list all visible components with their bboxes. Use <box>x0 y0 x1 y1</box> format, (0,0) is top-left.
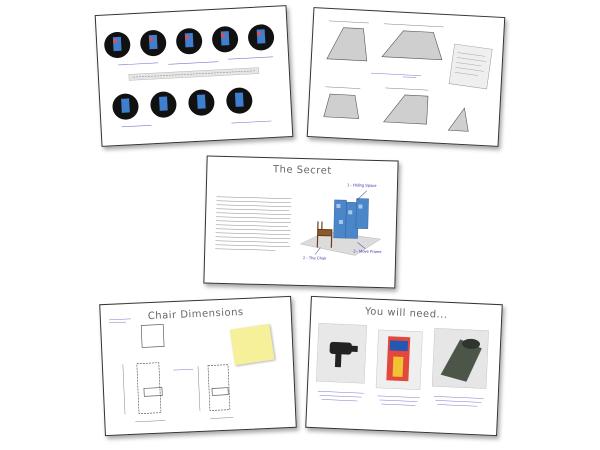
label-the-chair: 2 - The Chair <box>303 255 327 261</box>
secret-diagram <box>215 190 382 256</box>
page-chair-dimensions: Chair Dimensions <box>99 295 297 437</box>
page-the-secret: The Secret 1 - Hid <box>203 155 399 289</box>
sticky-note <box>229 323 275 366</box>
trapezoid-shapes-graphic <box>323 20 493 132</box>
label-hiding-space: 1 - Hiding Space <box>346 182 377 188</box>
tools-photos <box>316 323 489 407</box>
page-illusion-photos <box>94 5 294 147</box>
illusion-photos-graphic <box>104 24 275 128</box>
chair-dimension-drawings <box>108 318 234 422</box>
label-move-frame: 3 - Move Frame <box>353 248 382 255</box>
page-you-will-need: You will need... <box>305 295 503 437</box>
page-trapezoid-shapes <box>306 7 506 147</box>
